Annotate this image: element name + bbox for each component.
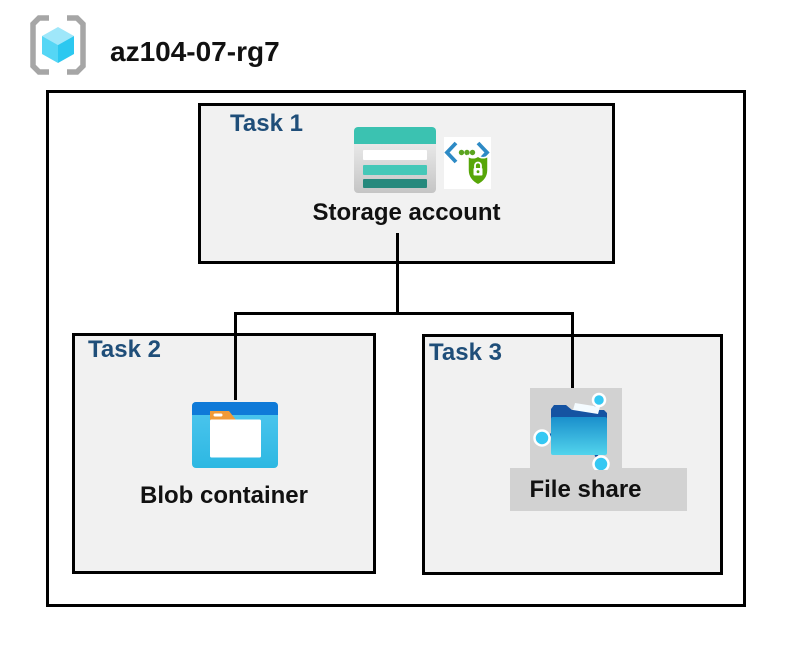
connector-to-blob-container bbox=[234, 312, 237, 400]
blob-container-label: Blob container bbox=[139, 482, 308, 509]
task3-title: Task 3 bbox=[429, 339, 502, 366]
file-share-label-highlight bbox=[510, 468, 687, 511]
blob-container-icon bbox=[192, 402, 278, 468]
connector-to-file-share bbox=[571, 312, 574, 393]
task1-title: Task 1 bbox=[230, 110, 303, 137]
secure-endpoint-icon bbox=[444, 137, 491, 189]
task2-title: Task 2 bbox=[88, 336, 161, 363]
file-share-icon bbox=[533, 392, 610, 470]
file-share-label: File share bbox=[529, 476, 642, 503]
storage-account-label: Storage account bbox=[312, 199, 501, 226]
resource-group-icon bbox=[30, 15, 86, 75]
storage-account-icon bbox=[354, 127, 436, 193]
connector-horizontal bbox=[234, 312, 574, 315]
connector-storage-down bbox=[396, 233, 399, 312]
resource-group-name: az104-07-rg7 bbox=[110, 36, 280, 67]
